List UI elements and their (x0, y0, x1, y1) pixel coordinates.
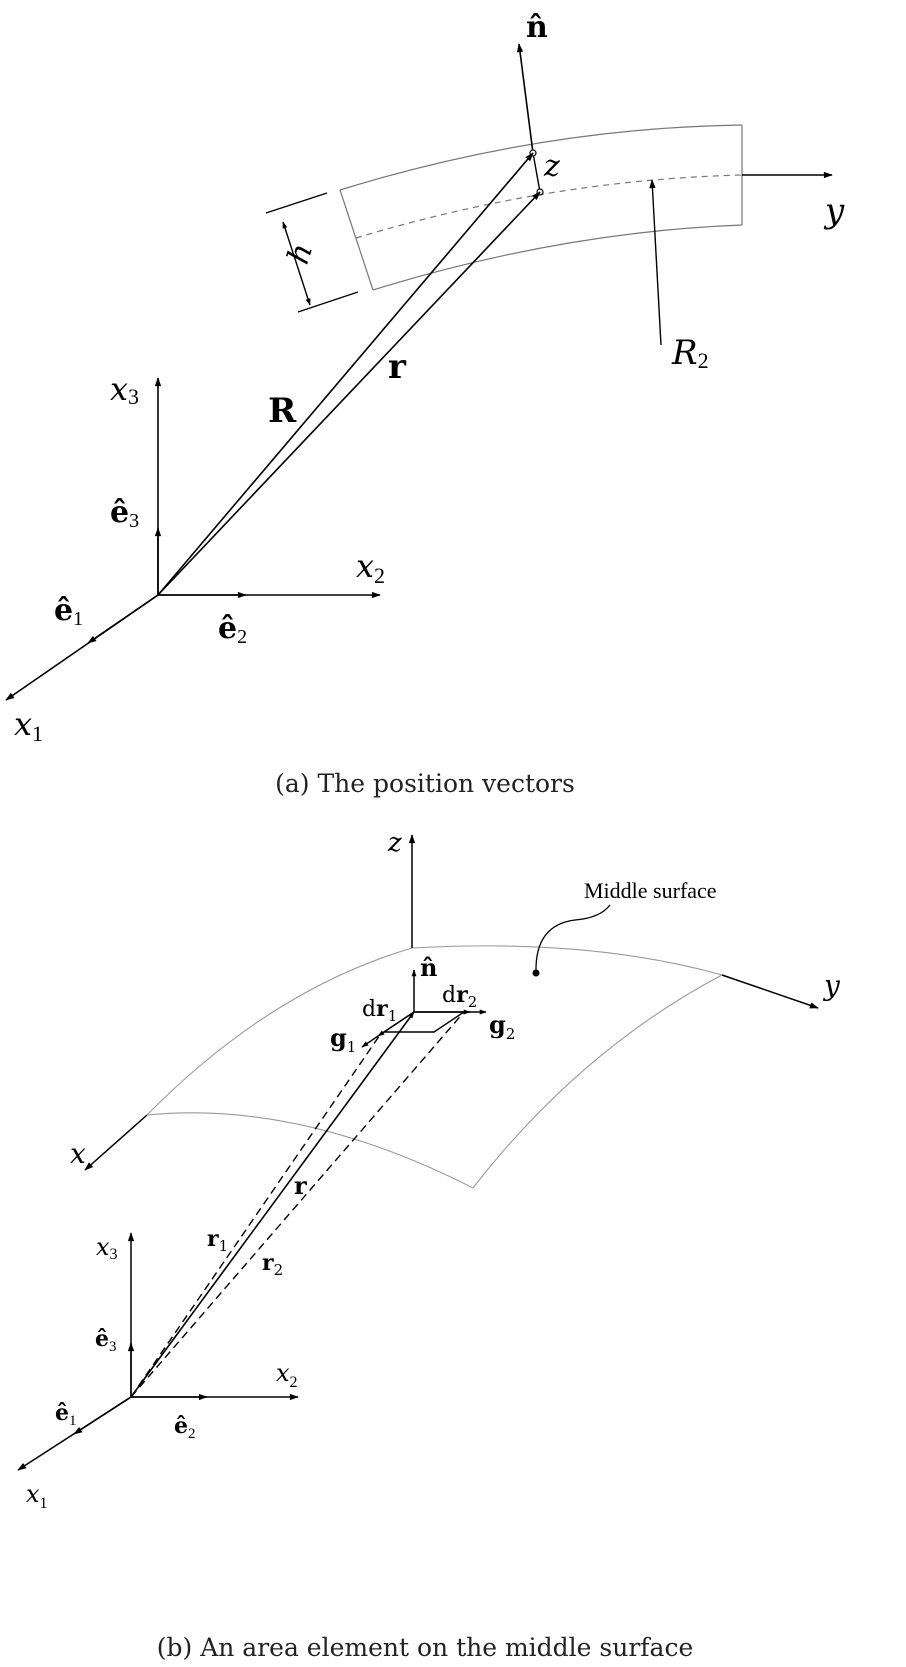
g1-label: g1 (330, 1023, 356, 1056)
position-vector-r2 (130, 1011, 465, 1398)
shell-section (339, 124, 743, 291)
vector-r-label: r (294, 1171, 307, 1200)
middle-surface-leader (535, 904, 611, 973)
vector-r1-label: r1 (207, 1226, 228, 1255)
local-x-axis (84, 1114, 148, 1171)
x3-axis-label: x3 (96, 1233, 118, 1263)
surface-normal-label: n̂ (420, 953, 437, 982)
vector-r-label: r (388, 347, 407, 387)
local-y-axis (721, 974, 819, 1009)
normal-vector-arrow (516, 43, 534, 154)
shell-inner-edge (372, 224, 743, 291)
middle-surface-dot (532, 969, 540, 977)
e1-unit-vector (73, 1396, 132, 1435)
e2-label: ê2 (174, 1413, 196, 1442)
x1-axis-label: x1 (26, 1480, 48, 1512)
caption-b: (b) An area element on the middle surfac… (157, 1633, 694, 1662)
panel-a: h n̂ z y R2 R r x3 ê3 x2 ê1 ê2 x1 (a) Th (5, 10, 845, 798)
z-offset-segment (532, 152, 541, 193)
shell-outer-edge (339, 124, 743, 191)
e1-label: ê1 (54, 593, 83, 630)
position-vector-r1 (130, 1031, 383, 1398)
z-label: z (543, 149, 560, 184)
e1-label: ê1 (55, 1400, 77, 1429)
x3-axis-label: x3 (110, 370, 139, 409)
radius-label: R2 (671, 333, 709, 373)
shell-left-edge (339, 189, 374, 291)
y-axis-label: y (823, 191, 845, 231)
e3-label: ê3 (110, 495, 139, 532)
thickness-label: h (281, 239, 320, 268)
dr1-label: dr1 (362, 996, 397, 1025)
local-z-label: z (387, 828, 402, 858)
thickness-indicator (265, 192, 359, 313)
e2-label: ê2 (218, 611, 247, 648)
normal-vector-label: n̂ (526, 10, 548, 45)
middle-surface-label: Middle surface (584, 878, 717, 903)
middle-surface-patch (146, 945, 723, 1189)
panel-b: z y x Middle surface n̂ dr1 dr2 g1 g2 r … (17, 828, 841, 1662)
position-vector-r (157, 191, 541, 596)
dr2-label: dr2 (442, 982, 477, 1011)
vector-R-label: R (268, 391, 297, 431)
g1-arrow (361, 1031, 385, 1048)
x2-axis-label: x2 (276, 1359, 298, 1391)
x1-axis-label: x1 (14, 705, 43, 746)
vector-r2-label: r2 (262, 1250, 283, 1279)
g2-label: g2 (489, 1010, 515, 1043)
local-y-label: y (822, 969, 841, 1002)
caption-a: (a) The position vectors (275, 769, 575, 798)
x2-axis-label: x2 (356, 547, 385, 588)
e3-label: ê3 (95, 1326, 117, 1355)
radius-leader-arrow (649, 179, 662, 346)
e1-unit-vector (87, 594, 159, 644)
position-vector-r (130, 1011, 415, 1398)
position-vector-R (157, 152, 534, 596)
local-x-label: x (70, 1137, 86, 1170)
